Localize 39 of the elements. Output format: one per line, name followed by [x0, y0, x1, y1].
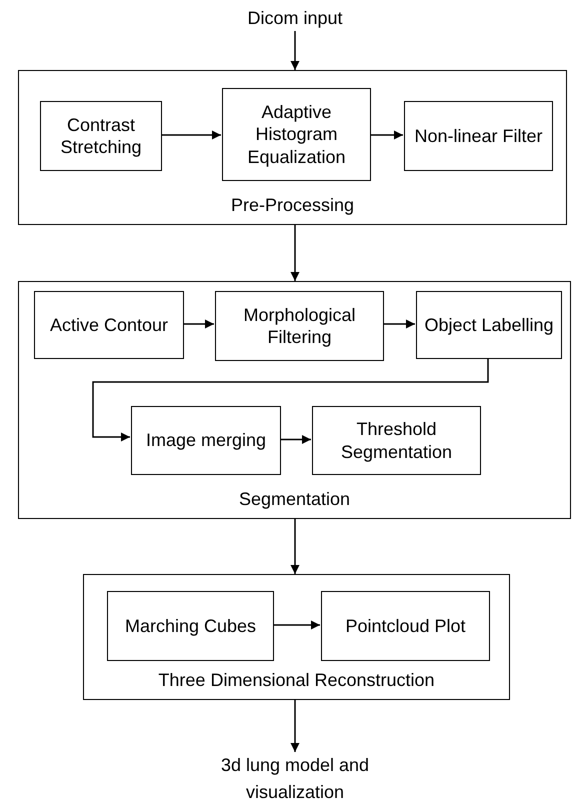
process-box [215, 291, 384, 361]
stage-label: Three Dimensional Reconstruction [158, 670, 435, 691]
process-box [107, 591, 274, 661]
arrow [290, 519, 300, 574]
step-label: Threshold Segmentation [340, 418, 454, 463]
flow-text: Dicom input [225, 5, 365, 31]
arrow [280, 435, 311, 444]
step-label: Marching Cubes [124, 614, 256, 638]
flow-text: 3d lung model and visualization [185, 752, 405, 806]
step-label: Adaptive Histogram Equalization [246, 100, 347, 168]
arrow [183, 320, 214, 328]
step-label: Non-linear Filter [414, 124, 543, 148]
stage-frame [18, 281, 571, 519]
stage-label: Segmentation [238, 489, 350, 510]
arrow [370, 130, 403, 140]
process-box [222, 88, 371, 181]
process-box [40, 101, 162, 171]
arrow [290, 225, 300, 281]
arrow [290, 31, 300, 70]
step-label: Image merging [146, 429, 266, 452]
process-box [131, 406, 281, 475]
step-label: Pointcloud Plot [345, 614, 466, 638]
stage-frame [83, 574, 510, 700]
process-box [34, 291, 184, 359]
process-box [321, 591, 490, 661]
process-box [404, 101, 553, 171]
arrow [383, 320, 415, 328]
step-label: Object Labelling [424, 314, 554, 336]
arrow [273, 620, 320, 630]
arrow [161, 130, 221, 140]
step-label: Active Contour [50, 314, 168, 336]
process-box [416, 291, 562, 359]
step-label: Contrast Stretching [59, 114, 143, 158]
arrow [290, 700, 300, 752]
process-box [312, 406, 481, 475]
stage-label: Pre-Processing [230, 195, 354, 216]
step-label: Morphological Filtering [242, 304, 357, 348]
stage-frame [18, 70, 567, 225]
arrow [92, 358, 489, 442]
